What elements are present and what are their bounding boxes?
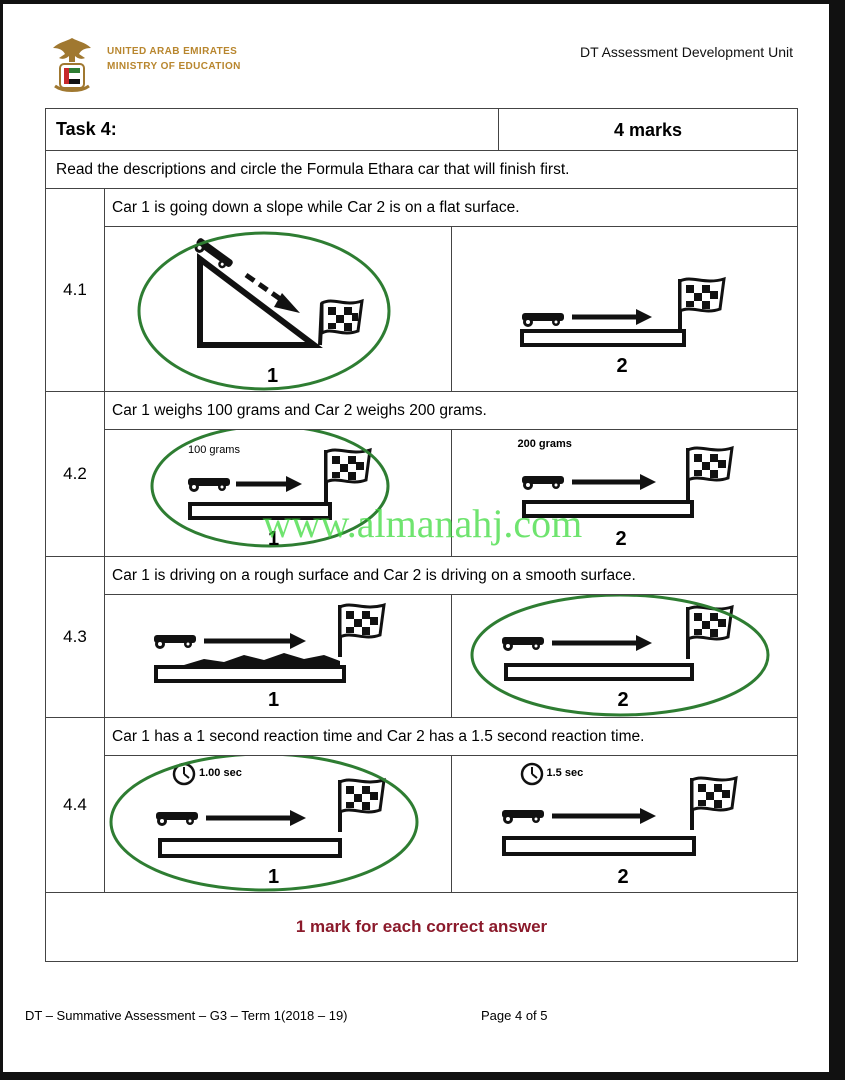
flat-track-icon [521, 500, 694, 518]
weight-note: 200 grams [517, 438, 572, 450]
ministry-line-1: UNITED ARAB EMIRATES [107, 46, 238, 57]
question-number: 4.3 [46, 557, 105, 717]
checkered-flag-icon [324, 447, 372, 502]
answer-circle [137, 231, 391, 391]
motion-arrow-icon [204, 633, 306, 649]
car-2-option[interactable]: 2 [450, 227, 798, 391]
smooth-track-icon [503, 663, 694, 681]
race-car-icon [188, 478, 230, 492]
ministry-line-2: MINISTRY OF EDUCATION [107, 61, 241, 72]
car-label: 2 [616, 355, 628, 377]
task-instruction: Read the descriptions and circle the For… [56, 161, 570, 178]
checkered-flag-icon [689, 775, 738, 830]
car-label: 2 [617, 866, 629, 888]
race-car-icon [521, 313, 564, 327]
race-car-icon [154, 635, 196, 649]
reaction-time-note: 1.5 sec [546, 767, 584, 779]
reaction-time-note: 1.00 sec [199, 767, 242, 779]
race-car-icon [501, 637, 544, 651]
checkered-flag-icon [318, 298, 364, 346]
car-2-option[interactable]: 200 grams 2 [450, 430, 798, 556]
car-label: 1 [268, 689, 280, 711]
task-title-row: Task 4: 4 marks [46, 109, 797, 151]
flat-track-icon [188, 502, 332, 520]
answer-circle [109, 756, 419, 892]
slope-ramp-icon [197, 252, 323, 348]
flat-track-icon [519, 329, 686, 347]
task-marks: 4 marks [498, 109, 797, 150]
motion-arrow-icon [236, 476, 302, 492]
question-description-text: Car 1 has a 1 second reaction time and C… [112, 728, 645, 745]
question-description-text: Car 1 weighs 100 grams and Car 2 weighs … [112, 402, 487, 419]
checkered-flag-icon [338, 602, 386, 657]
clock-icon [520, 762, 543, 786]
ministry-name: UNITED ARAB EMIRATES MINISTRY OF EDUCATI… [107, 44, 241, 74]
question-row-4-3: 4.3 Car 1 is driving on a rough surface … [46, 557, 797, 718]
question-description: Car 1 weighs 100 grams and Car 2 weighs … [104, 392, 797, 430]
question-row-4-4: 4.4 Car 1 has a 1 second reaction time a… [46, 718, 797, 893]
mark-scheme-text: 1 mark for each correct answer [295, 917, 548, 936]
car-label: 2 [617, 689, 629, 711]
footer-page-number: Page 4 of 5 [481, 1008, 548, 1023]
question-description: Car 1 has a 1 second reaction time and C… [104, 718, 797, 756]
weight-note: 100 grams [188, 444, 240, 456]
checkered-flag-icon [338, 777, 386, 832]
question-description-text: Car 1 is going down a slope while Car 2 … [112, 199, 520, 216]
car-1-option[interactable]: 1.00 sec 1 [104, 756, 451, 892]
task-title: Task 4: [56, 119, 117, 139]
car-1-option[interactable]: 1 [104, 227, 451, 391]
car-2-option[interactable]: 1.5 sec 2 [450, 756, 798, 892]
car-label: 1 [267, 365, 279, 387]
checkered-flag-icon [677, 276, 726, 331]
race-car-icon [156, 812, 198, 826]
question-description: Car 1 is going down a slope while Car 2 … [104, 189, 797, 227]
rough-track-icon [154, 653, 346, 683]
question-row-4-2: 4.2 Car 1 weighs 100 grams and Car 2 wei… [46, 392, 797, 557]
flat-track-icon [158, 838, 342, 858]
unit-name: DT Assessment Development Unit [580, 44, 793, 60]
footer-assessment-title: DT – Summative Assessment – G3 – Term 1(… [25, 1008, 348, 1023]
motion-arrow-icon [206, 810, 306, 826]
race-car-icon [501, 810, 544, 824]
car-1-option[interactable]: 100 grams 1 [104, 430, 451, 556]
answer-circle [470, 595, 769, 717]
task-table: Task 4: 4 marks Read the descriptions an… [45, 108, 798, 962]
car-2-option[interactable]: 2 [450, 595, 798, 717]
car-1-option[interactable]: 1 [104, 595, 451, 717]
answer-circle [150, 430, 390, 548]
question-row-4-1: 4.1 Car 1 is going down a slope while Ca… [46, 189, 797, 392]
question-description: Car 1 is driving on a rough surface and … [104, 557, 797, 595]
motion-arrow-icon [551, 635, 652, 651]
uae-emblem-icon [53, 38, 91, 92]
worksheet-page: UNITED ARAB EMIRATES MINISTRY OF EDUCATI… [3, 4, 829, 1072]
motion-arrow-icon [244, 272, 300, 313]
question-number: 4.2 [46, 392, 105, 556]
instruction-row: Read the descriptions and circle the For… [46, 151, 797, 189]
question-number: 4.1 [46, 189, 105, 391]
race-car-icon [521, 476, 564, 490]
checkered-flag-icon [685, 445, 734, 500]
mark-scheme-row: 1 mark for each correct answer [46, 893, 797, 961]
question-description-text: Car 1 is driving on a rough surface and … [112, 567, 636, 584]
motion-arrow-icon [571, 474, 656, 490]
car-label: 2 [615, 528, 627, 550]
question-number: 4.4 [46, 718, 105, 892]
car-label: 1 [268, 528, 280, 550]
motion-arrow-icon [571, 309, 652, 325]
flat-track-icon [501, 836, 696, 856]
motion-arrow-icon [551, 808, 656, 824]
car-label: 1 [268, 866, 280, 888]
checkered-flag-icon [685, 604, 734, 659]
